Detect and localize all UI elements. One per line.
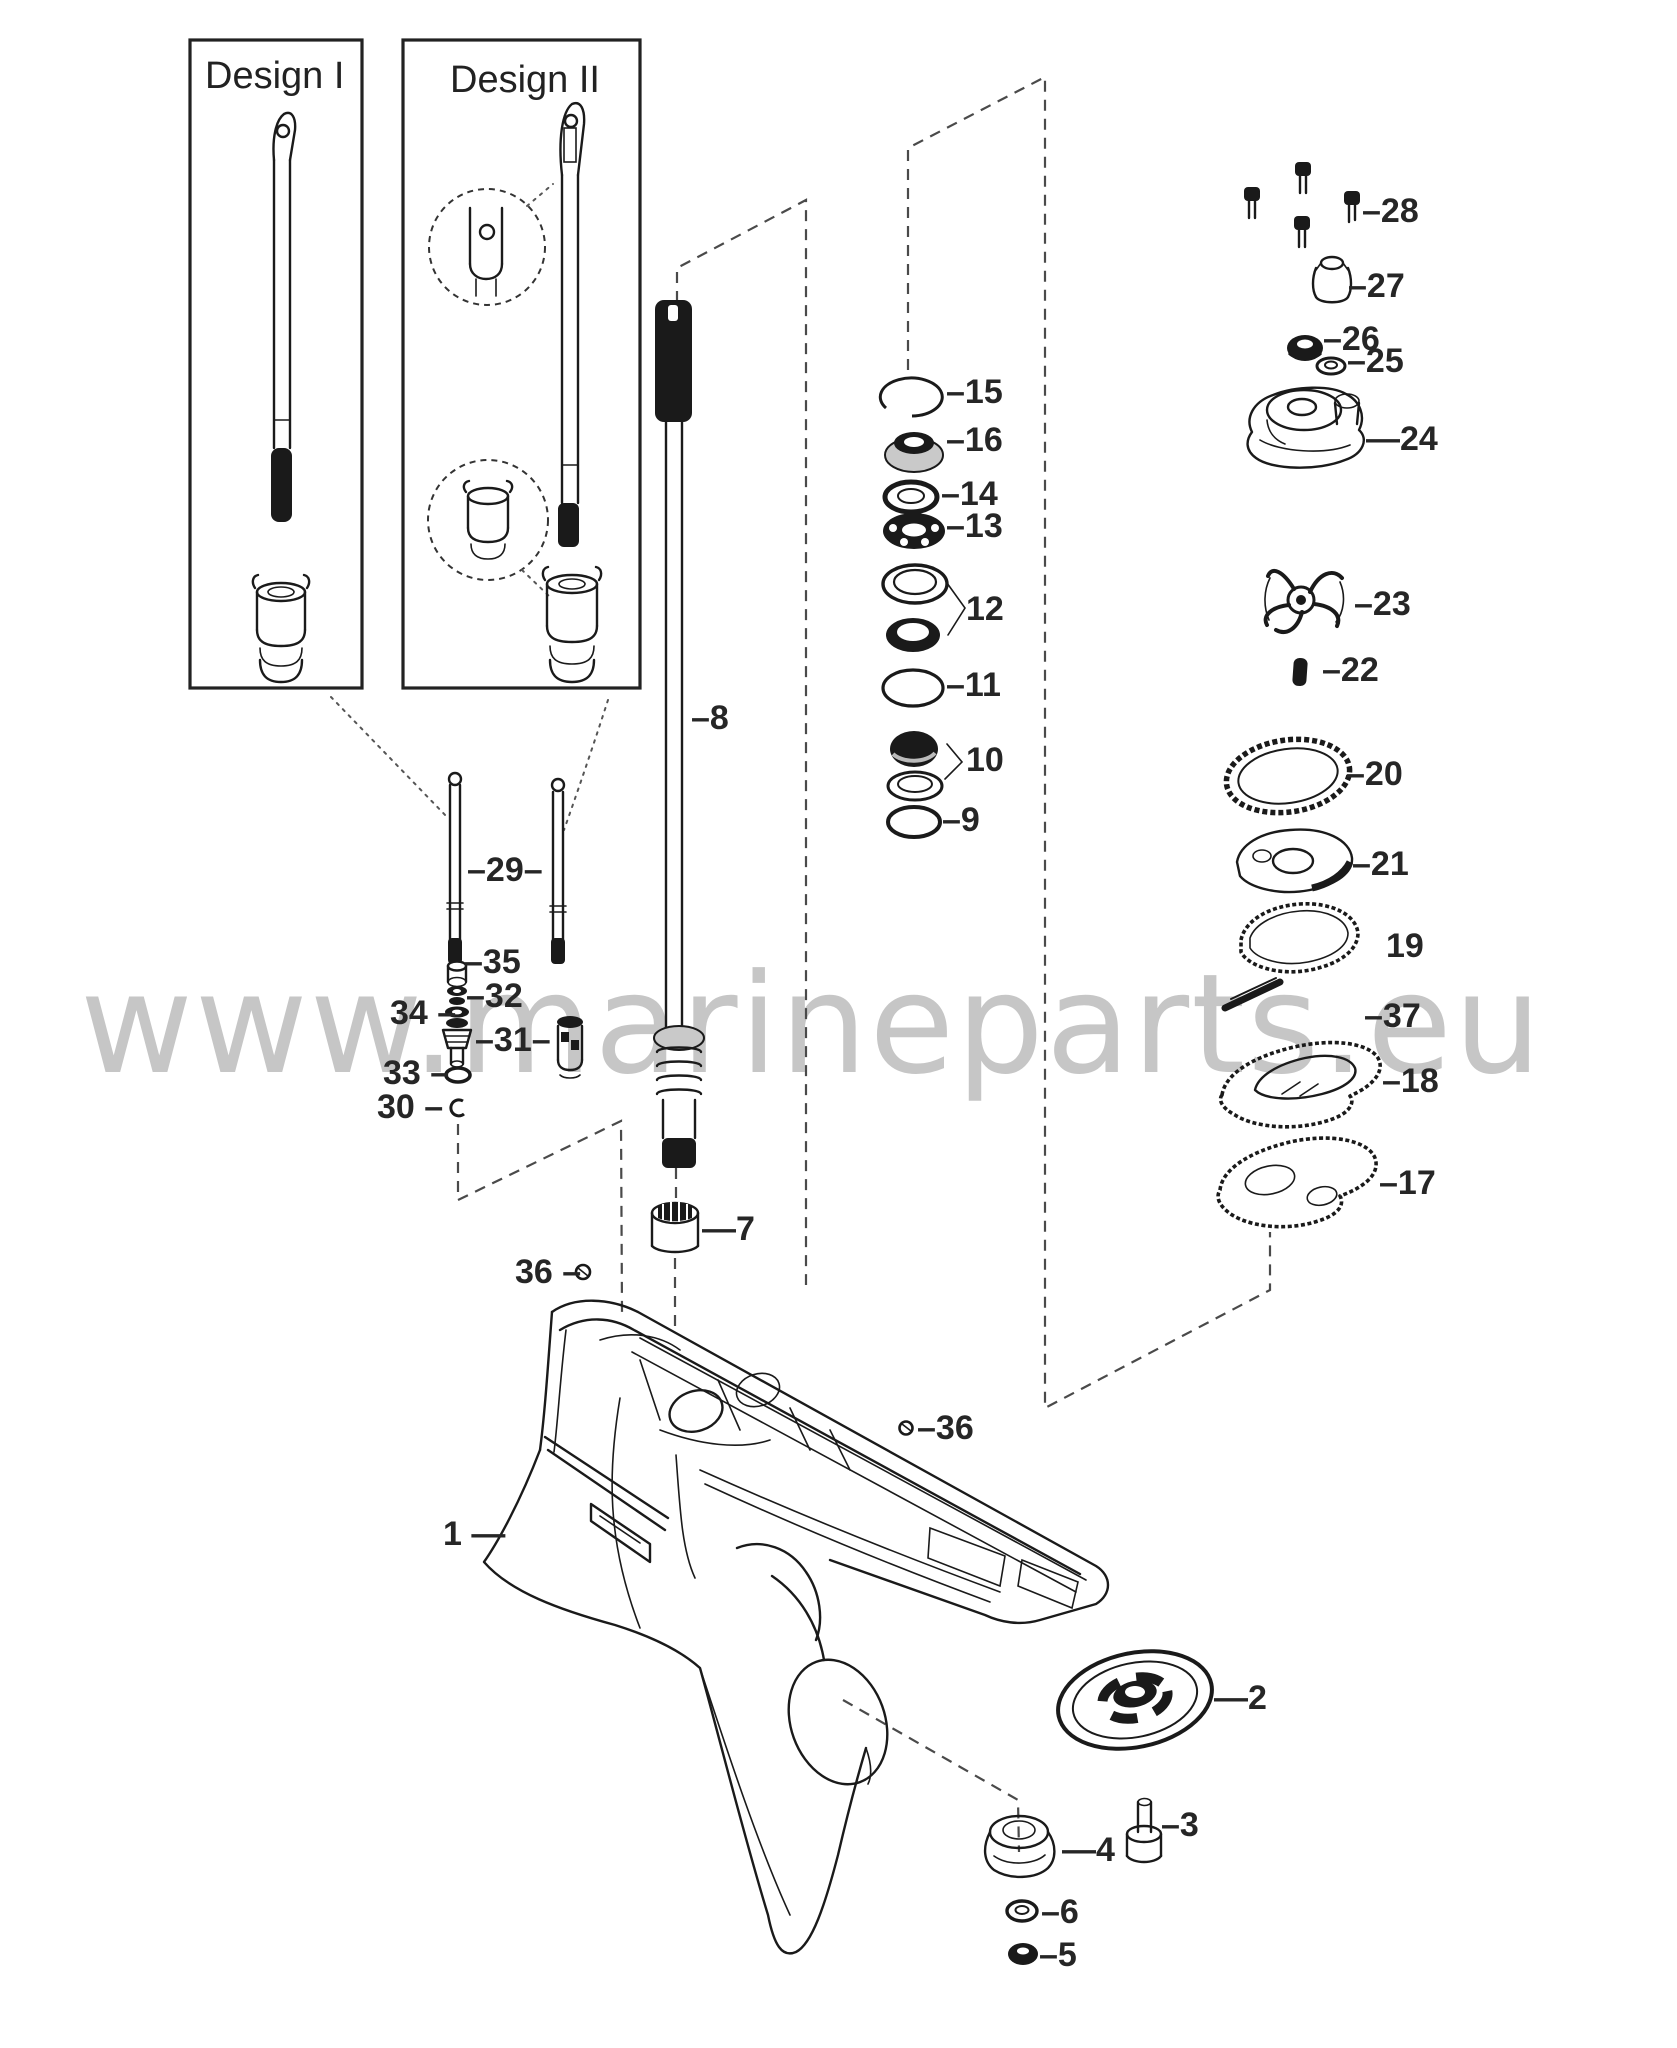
part-label-21: –21 [1352,845,1409,883]
part-label-32: –32 [466,977,523,1015]
part-label-36: –36 [917,1409,974,1447]
part-27-seal [1311,255,1353,304]
design1-driveshaft [271,111,297,522]
design2-box [401,38,642,690]
part-label-14: –14 [941,475,998,513]
part-7-bushing [650,1201,700,1254]
part-23-impeller [1263,568,1345,634]
part-labels-layer: 1 — —2 –3 —4 –5 –6 —7 –8 –9 10 –11 12 –13–14 –15 –16 –1… [377,192,1439,1974]
part-label-7: —7 [702,1210,755,1248]
part-26-locknut [1287,335,1323,361]
design1-box [188,38,364,690]
part-label-35: –35 [464,943,521,981]
part-label-24: —24 [1366,420,1438,458]
part-5-nut [1008,1943,1038,1965]
part-label-2: —2 [1214,1679,1267,1717]
part-label-16: –16 [946,421,1003,459]
part-19-gasket [1239,902,1360,974]
part-label-17: –17 [1379,1164,1436,1202]
part-label-25: –25 [1347,342,1404,380]
part-label-20: –20 [1346,755,1403,793]
part-28-screws [1244,162,1360,249]
part-label-18: –18 [1382,1062,1439,1100]
part-4-hub [983,1814,1056,1879]
part-25-washer [1315,356,1347,376]
design2-detail-circle-coupler [427,459,550,597]
parts-30-35-stack [441,960,473,1118]
design1-label: Design I [205,55,344,97]
part-label-3: –3 [1161,1806,1199,1844]
part-31-shift-cam [556,1016,584,1079]
part-21-plate [1235,828,1354,894]
guide-lines [330,75,1272,1853]
part-label-6: –6 [1041,1893,1079,1931]
part-label-15: –15 [946,373,1003,411]
part-1-gear-housing [482,1299,1110,1955]
part-17-gasket [1216,1136,1378,1229]
design2-coupler [541,565,603,684]
part-36-grommets [574,1263,914,1436]
part-label-23: –23 [1354,585,1411,623]
part-24-water-pump-housing [1246,386,1365,469]
part-label-37: –37 [1364,997,1421,1035]
part-29-shift-shafts [446,771,567,964]
part-label-8: –8 [691,699,729,737]
part-label-30: 30 – [377,1088,443,1126]
part-label-33: 33 – [383,1054,449,1092]
part-label-12: 12 [966,590,1004,628]
parts-9-16-column [878,376,966,839]
part-label-36: 36 – [515,1253,581,1291]
part-label-22: –22 [1322,651,1379,689]
part-label-5: –5 [1039,1936,1077,1974]
part-37-pin [1221,977,1284,1012]
watermark-text: www.marineparts.eu [80,944,1543,1105]
design1-coupler [251,573,311,684]
part-3-bolt [1125,1797,1163,1864]
part-label-29: –29– [467,851,543,889]
part-label-31: –31– [475,1021,551,1059]
part-label-10: 10 [966,741,1004,779]
part-label-9: –9 [942,801,980,839]
part-label-19: 19 [1386,927,1424,965]
part-label-4: —4 [1062,1831,1115,1869]
design2-driveshaft [558,101,586,547]
part-8-driveshaft [653,300,705,1168]
part-label-27: –27 [1348,267,1405,305]
part-20-gasket [1223,736,1353,816]
design2-label: Design II [450,59,600,101]
part-22-impeller-key [1292,657,1308,687]
design2-detail-circle-shaft [428,183,554,306]
part-2-thrust-hub [1056,1649,1214,1751]
part-label-1: 1 — [443,1515,505,1553]
part-label-34: 34 – [390,994,456,1032]
part-18-wear-plate [1218,1040,1382,1129]
part-6-washer [1005,1899,1039,1923]
part-label-28: –28 [1362,192,1419,230]
part-label-13: –13 [946,507,1003,545]
part-label-11: –11 [946,666,1001,704]
part-label-26: –26 [1323,320,1380,358]
